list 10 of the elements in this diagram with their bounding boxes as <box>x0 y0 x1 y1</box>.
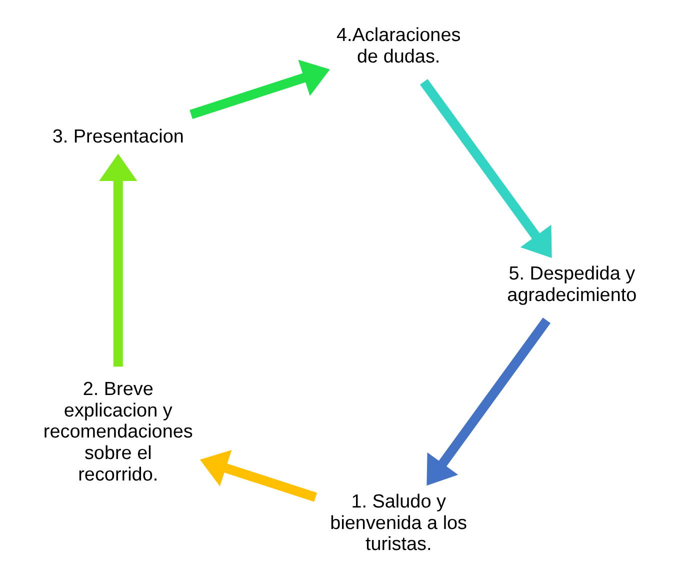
arrow <box>200 450 318 502</box>
arrow <box>420 79 552 258</box>
node-text: 4.Aclaraciones de dudas. <box>336 24 461 68</box>
node-text: 5. Despedida y agradecimiento <box>507 264 637 306</box>
node-text: 1. Saludo y bienvenida a los turistas. <box>330 491 468 556</box>
node-text: 3. Presentacion <box>52 126 184 148</box>
arrow <box>99 154 138 367</box>
node-text: 2. Breve explicacion y recomendaciones sobre el recorrido. <box>43 378 193 486</box>
arrow <box>426 318 551 486</box>
arrow <box>190 60 330 120</box>
